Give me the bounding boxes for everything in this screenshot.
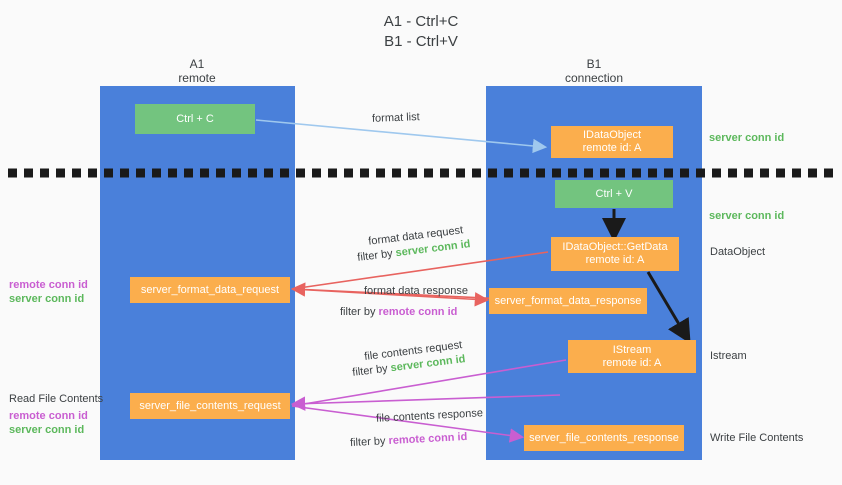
side-label-server-conn-id-second: server conn id xyxy=(709,210,785,222)
side-label-write-file-contents: Write File Contents xyxy=(710,432,804,444)
side-label-remote-conn-id-upper: remote conn id xyxy=(9,279,88,291)
node-server-format-data-request[interactable]: server_format_data_request xyxy=(130,277,290,303)
filter-by-text-3: filter by xyxy=(351,362,392,379)
column-header-a1: A1 remote xyxy=(97,57,297,85)
filter-by-text-2: filter by xyxy=(340,306,379,318)
node-getdata[interactable]: IDataObject::GetData remote id: A xyxy=(551,237,679,271)
node-server-format-data-request-label: server_format_data_request xyxy=(140,283,280,296)
node-ctrl-v[interactable]: Ctrl + V xyxy=(555,180,673,208)
column-header-b1: B1 connection xyxy=(494,57,694,85)
node-ctrl-c[interactable]: Ctrl + C xyxy=(135,104,255,134)
node-idataobject-line2: remote id: A xyxy=(582,142,642,154)
node-istream[interactable]: IStream remote id: A xyxy=(568,340,696,373)
side-label-read-file-contents: Read File Contents xyxy=(9,393,104,405)
side-label-conn-ids-lower: remote conn id server conn id xyxy=(9,409,88,437)
page-title-line1: A1 - Ctrl+C xyxy=(383,13,459,30)
arrow-label-format-data-response: format data response xyxy=(364,285,468,297)
side-label-server-conn-id-lower: server conn id xyxy=(9,424,85,436)
page-title-line2: B1 - Ctrl+V xyxy=(384,33,458,50)
side-label-server-conn-id-upper: server conn id xyxy=(9,293,85,305)
node-server-file-contents-response-label: server_file_contents_response xyxy=(529,431,679,444)
column-header-b1-name: B1 xyxy=(586,57,602,71)
side-label-server-conn-id-top: server conn id xyxy=(709,132,785,144)
node-ctrl-v-line1: Ctrl + V xyxy=(595,187,633,200)
arrow-label-format-list: format list xyxy=(371,111,420,125)
node-getdata-line1: IDataObject::GetData xyxy=(562,241,668,253)
node-server-file-contents-request-label: server_file_contents_request xyxy=(139,399,281,412)
node-istream-line2: remote id: A xyxy=(602,356,662,369)
side-label-remote-conn-id-lower: remote conn id xyxy=(9,410,88,422)
filter-remote-conn-id-1: remote conn id xyxy=(378,306,458,318)
filter-by-text-4: filter by xyxy=(349,435,389,450)
node-getdata-line2: remote id: A xyxy=(585,254,645,266)
arrow-label-format-data-response-filter: filter by remote conn id xyxy=(340,305,457,319)
node-server-format-data-response[interactable]: server_format_data_response xyxy=(489,288,647,314)
page-title: A1 - Ctrl+C B1 - Ctrl+V xyxy=(0,12,842,52)
side-label-conn-ids-upper: remote conn id server conn id xyxy=(9,278,88,306)
node-istream-line1: IStream xyxy=(612,343,652,356)
column-header-a1-name: A1 xyxy=(189,57,205,71)
filter-remote-conn-id-2: remote conn id xyxy=(388,430,468,448)
node-ctrl-c-line1: Ctrl + C xyxy=(176,112,214,125)
column-header-a1-role: remote xyxy=(178,71,216,85)
column-header-b1-role: connection xyxy=(564,71,624,85)
side-label-dataobject: DataObject xyxy=(710,246,766,258)
filter-by-text-1: filter by xyxy=(356,247,397,264)
arrow-label-file-contents-response: file contents response xyxy=(375,407,484,425)
arrow-label-file-contents-response-filter: filter by remote conn id xyxy=(350,430,468,450)
node-server-file-contents-request[interactable]: server_file_contents_request xyxy=(130,393,290,419)
node-server-file-contents-response[interactable]: server_file_contents_response xyxy=(524,425,684,451)
node-server-format-data-response-label: server_format_data_response xyxy=(494,294,642,307)
side-label-istream: Istream xyxy=(710,350,747,362)
node-idataobject-line1: IDataObject xyxy=(582,129,642,141)
node-idataobject[interactable]: IDataObject remote id: A xyxy=(551,126,673,158)
